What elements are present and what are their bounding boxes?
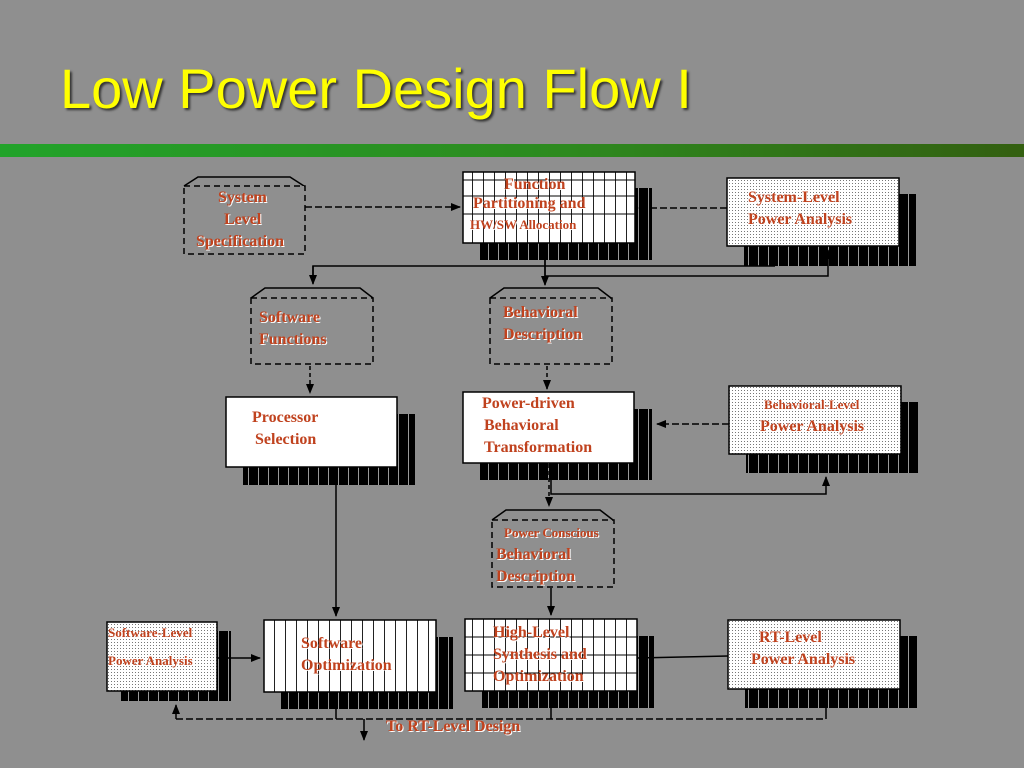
- power-conscious-description-box: [491, 509, 615, 588]
- software-level-power-label: Software-Level Power Analysis: [108, 625, 193, 668]
- function-partitioning-label: Function Partitioning and HW/SW Allocati…: [470, 176, 586, 232]
- system-level-spec-box: [183, 176, 306, 255]
- power-driven-transformation-label: Power-driven Behavioral Transformation: [482, 395, 593, 456]
- software-optimization-label: Software Optimization: [301, 635, 392, 674]
- system-level-spec-label: System Level Specification: [196, 189, 284, 250]
- software-level-power-box: [106, 621, 231, 701]
- behavioral-level-power-box: [728, 385, 918, 473]
- behavioral-description-label: Behavioral Description: [503, 304, 583, 343]
- software-optimization-box: [263, 619, 453, 709]
- behavioral-level-power-label: Behavioral-Level Power Analysis: [760, 397, 865, 435]
- processor-selection-box: [225, 396, 415, 485]
- line-synthesis-to-rtpower: [636, 655, 729, 659]
- high-level-synthesis-label: High-Level Synthesis and Optimization: [493, 624, 587, 685]
- to-rt-level-design-label: To RT-Level Design: [386, 718, 521, 735]
- split-line: [312, 265, 775, 280]
- rt-level-power-label: RT-Level Power Analysis: [751, 629, 856, 668]
- system-level-power-label: System-Level Power Analysis: [748, 189, 853, 228]
- rt-level-power-box: [727, 619, 917, 708]
- software-functions-label: Software Functions: [259, 309, 327, 348]
- function-partitioning-box: [462, 171, 652, 260]
- connectors: [172, 203, 832, 741]
- title-underline: [0, 144, 1024, 157]
- high-level-synthesis-box: [464, 618, 654, 708]
- power-conscious-description-label: Power Conscious Behavioral Description: [496, 525, 599, 585]
- behavioral-description-box: [489, 287, 613, 365]
- processor-selection-label: Processor Selection: [252, 409, 319, 448]
- power-driven-transformation-box: [462, 391, 652, 480]
- slide-title: Low Power Design Flow I: [60, 57, 692, 120]
- arrow-transform-to-behavpower: [550, 476, 830, 495]
- software-functions-box: [250, 287, 374, 365]
